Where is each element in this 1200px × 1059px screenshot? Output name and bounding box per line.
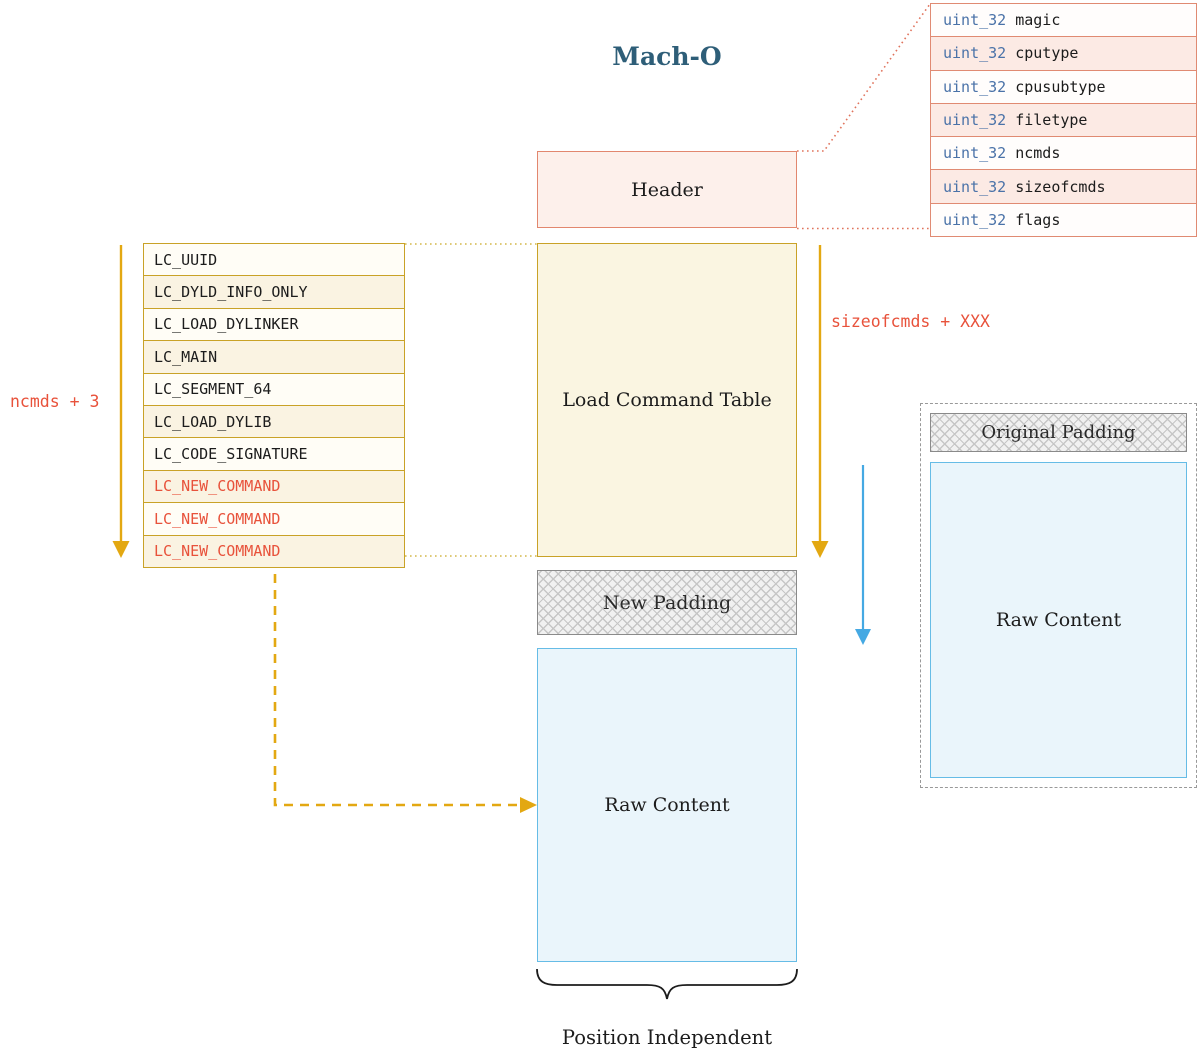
field-name: ncmds — [1015, 144, 1061, 163]
struct-row: uint_32 magic — [931, 4, 1196, 37]
field-type: uint_32 — [943, 44, 1007, 63]
original-padding-box: Original Padding — [930, 413, 1187, 452]
field-name: filetype — [1015, 111, 1088, 130]
struct-row: uint_32 cputype — [931, 36, 1196, 70]
lc-row: LC_LOAD_DYLINKER — [144, 307, 404, 341]
raw-content-box: Raw Content — [537, 648, 797, 962]
header-box-label: Header — [631, 178, 703, 201]
field-type: uint_32 — [943, 210, 1007, 229]
lc-row-new-command: LC_NEW_COMMAND — [144, 534, 404, 567]
blue-arrow-head-icon — [855, 629, 871, 645]
field-type: uint_32 — [943, 11, 1007, 30]
load-command-table-box: Load Command Table — [537, 243, 797, 557]
field-name: sizeofcmds — [1015, 177, 1106, 196]
raw-content-label: Raw Content — [604, 794, 730, 816]
struct-row: uint_32 sizeofcmds — [931, 169, 1196, 203]
ncmds-arrow-head-icon — [112, 541, 130, 558]
load-command-table-label: Load Command Table — [562, 389, 772, 411]
field-type: uint_32 — [943, 177, 1007, 196]
new-command-raw-content-arrow-shaft — [273, 558, 524, 807]
header-struct-top-connector — [797, 3, 931, 152]
lc-row-new-command: LC_NEW_COMMAND — [144, 502, 404, 535]
sizeofcmds-annotation: sizeofcmds + XXX — [831, 312, 990, 331]
lc-row: LC_UUID — [144, 244, 404, 276]
diagram-title: Mach-O — [612, 42, 722, 71]
struct-row: uint_32 ncmds — [931, 136, 1196, 170]
lc-row-new-command: LC_NEW_COMMAND — [144, 469, 404, 503]
field-name: cputype — [1015, 44, 1079, 63]
lc-row: LC_MAIN — [144, 340, 404, 373]
new-padding-label: New Padding — [602, 591, 732, 614]
field-name: magic — [1015, 11, 1061, 30]
lc-row: LC_DYLD_INFO_ONLY — [144, 275, 404, 308]
load-command-list: LC_UUID LC_DYLD_INFO_ONLY LC_LOAD_DYLINK… — [143, 243, 405, 568]
field-name: flags — [1015, 210, 1061, 229]
struct-row: uint_32 cpusubtype — [931, 69, 1196, 103]
position-independent-caption: Position Independent — [561, 1026, 773, 1049]
header-box: Header — [537, 151, 797, 228]
struct-row: uint_32 filetype — [931, 102, 1196, 137]
field-name: cpusubtype — [1015, 77, 1106, 96]
original-raw-content-label: Raw Content — [995, 609, 1122, 631]
lc-row: LC_CODE_SIGNATURE — [144, 437, 404, 470]
original-file-outline — [920, 403, 1197, 788]
original-raw-content-box: Raw Content — [930, 462, 1187, 778]
struct-row: uint_32 flags — [931, 202, 1196, 237]
lc-row: LC_LOAD_DYLIB — [144, 404, 404, 438]
new-padding-box: New Padding — [537, 570, 797, 635]
field-type: uint_32 — [943, 144, 1007, 163]
position-independent-brace — [536, 968, 798, 1000]
field-type: uint_32 — [943, 111, 1007, 130]
lc-row: LC_SEGMENT_64 — [144, 372, 404, 405]
new-command-raw-content-arrow-head-icon — [520, 797, 537, 813]
original-padding-label: Original Padding — [981, 422, 1136, 443]
ncmds-annotation: ncmds + 3 — [10, 392, 100, 411]
sizeofcmds-arrow-head-icon — [811, 541, 829, 558]
header-struct-table: uint_32 magic uint_32 cputype uint_32 cp… — [930, 3, 1197, 238]
field-type: uint_32 — [943, 77, 1007, 96]
